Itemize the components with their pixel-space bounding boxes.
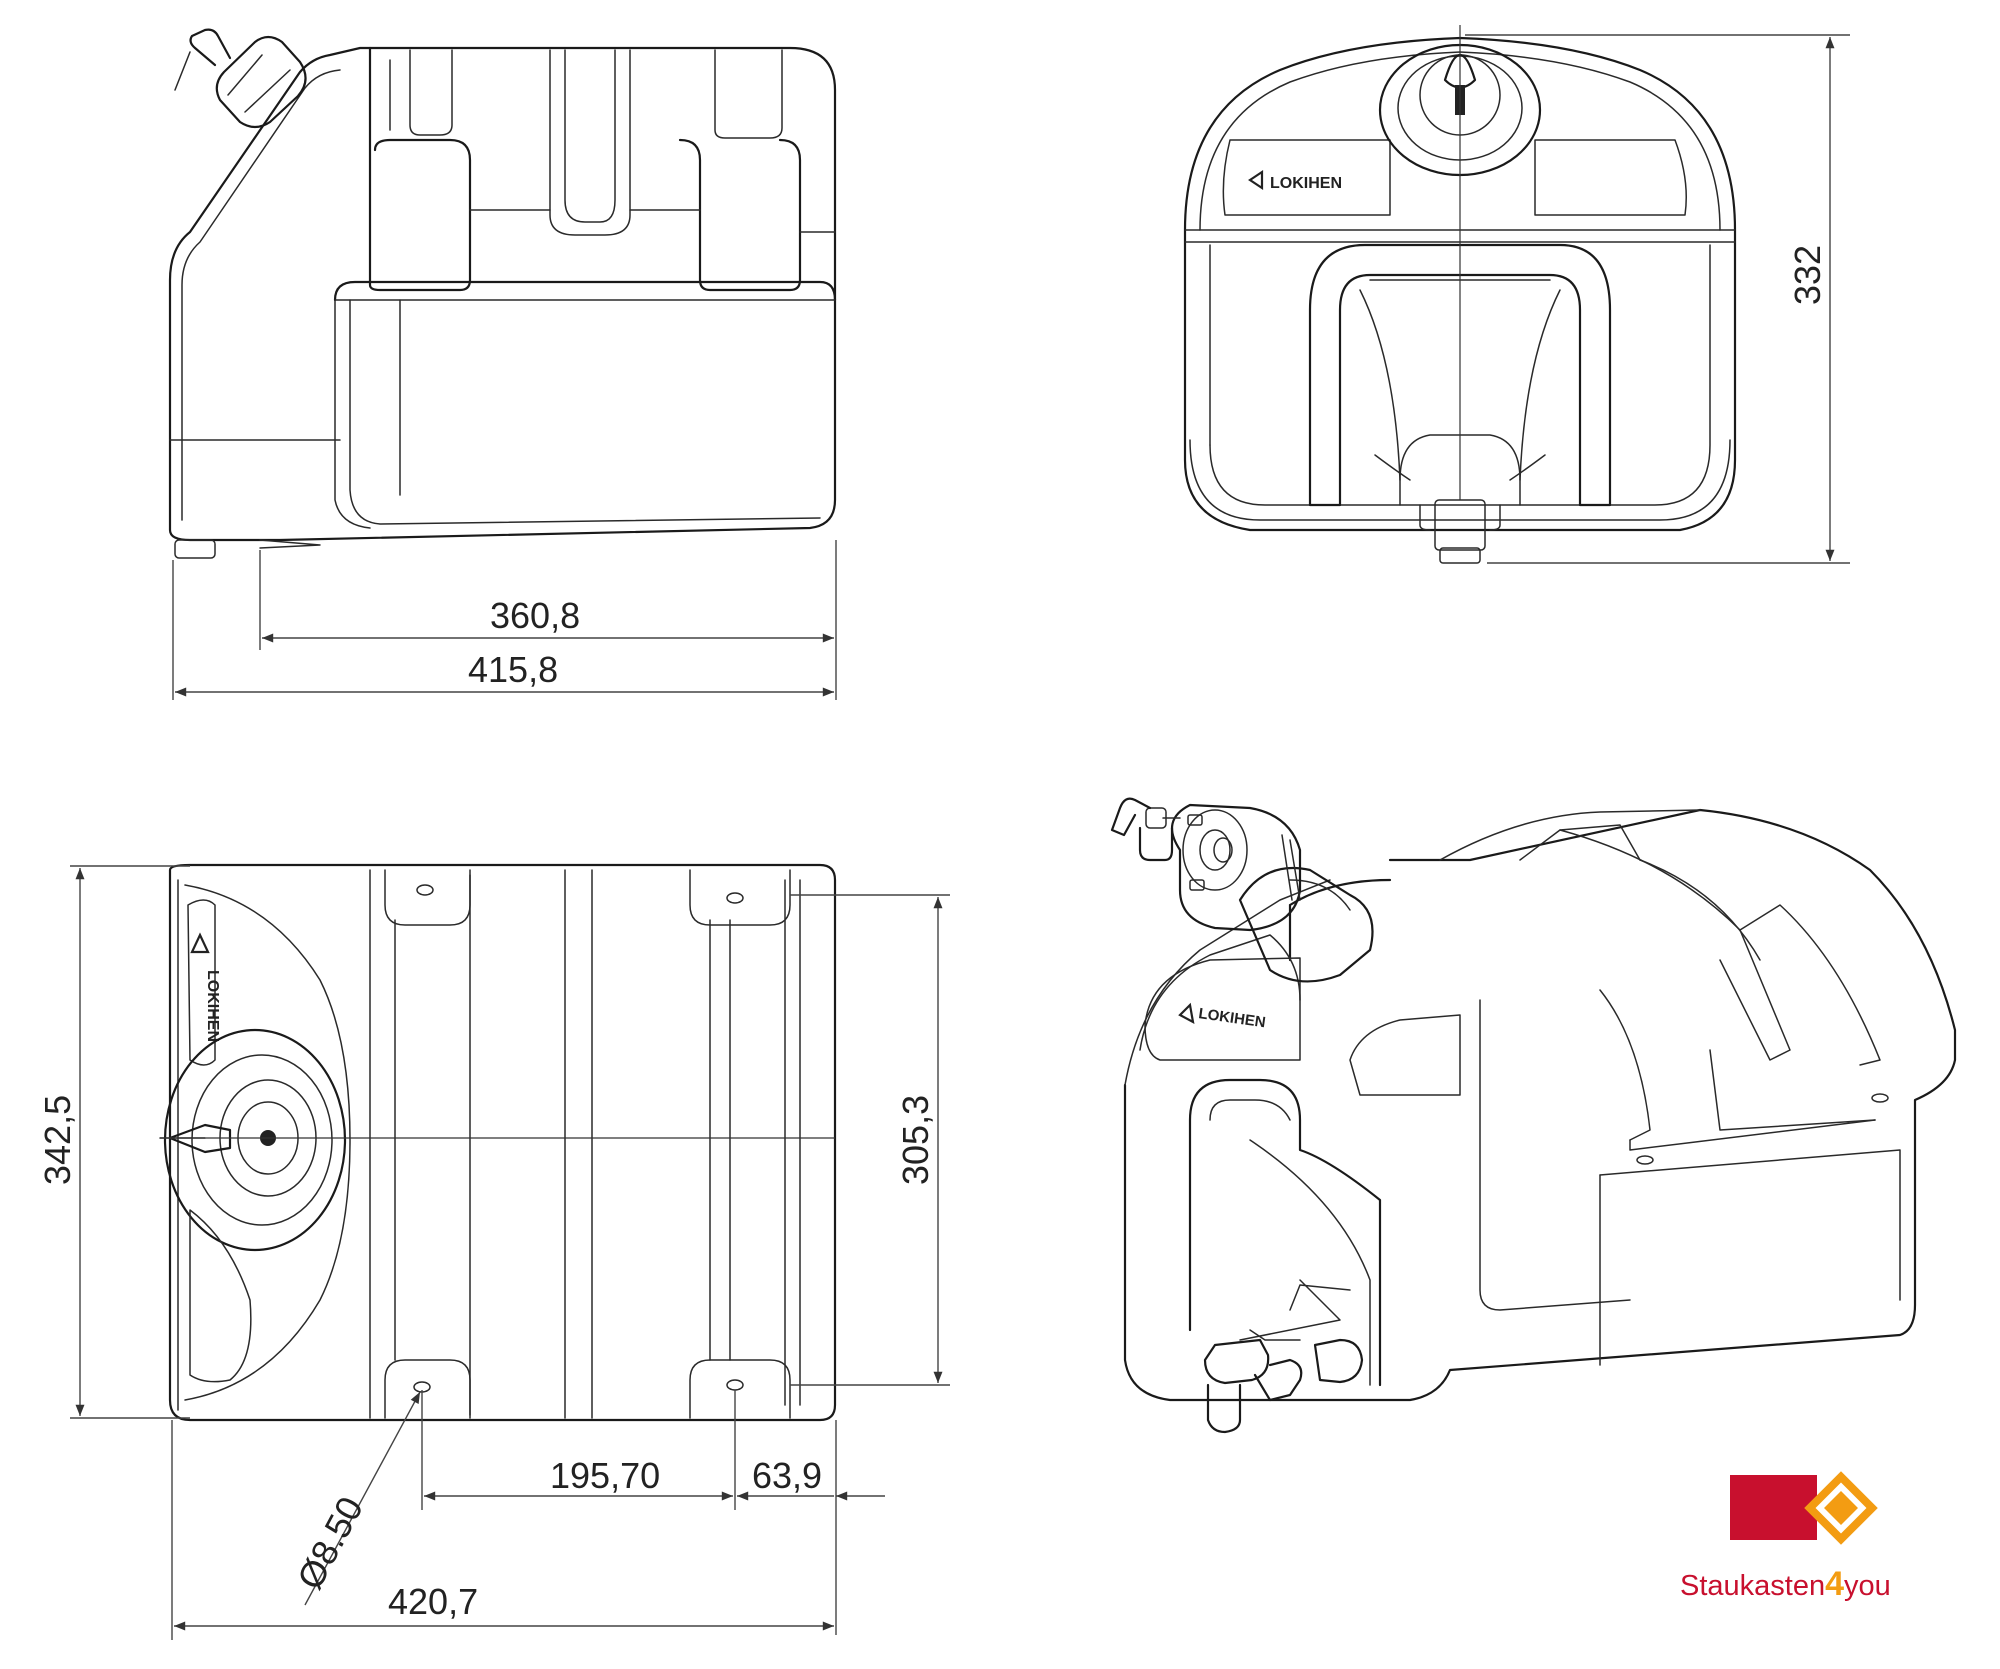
logo-name-part3: you (1844, 1570, 1891, 1602)
side-view-dimensions: 360,8 415,8 (172, 540, 837, 700)
dim-side-total-length: 415,8 (468, 649, 558, 690)
dim-hole-diameter: Ø8.50 (289, 1490, 371, 1596)
top-view: LOKIHEN (159, 863, 837, 1422)
dim-front-height: 332 (1787, 245, 1828, 305)
brand-logo (1730, 1471, 1878, 1545)
logo-red-square (1730, 1475, 1817, 1540)
logo-name-part1: Staukasten (1680, 1570, 1826, 1602)
isometric-view: LOKIHEN (1110, 797, 1957, 1434)
dim-hole-spacing: 195,70 (550, 1455, 660, 1496)
front-brand-label: LOKIHEN (1270, 175, 1342, 192)
front-view-dimensions: 332 (1465, 34, 1850, 564)
dim-top-total-length: 420,7 (388, 1581, 478, 1622)
iso-brand-label: LOKIHEN (1197, 1005, 1266, 1031)
front-view: LOKIHEN (1183, 25, 1737, 564)
logo-wordmark: Staukasten4you (1680, 1565, 1891, 1604)
top-view-dimensions: 342,5 305,3 195,70 63,9 Ø8.50 420,7 (37, 865, 950, 1640)
dim-top-depth-inner: 305,3 (895, 1095, 936, 1185)
dim-top-depth-total: 342,5 (37, 1095, 78, 1185)
dim-hole-edge-offset: 63,9 (752, 1455, 822, 1496)
logo-diamond (1804, 1471, 1878, 1545)
side-view (168, 28, 837, 559)
dim-side-inner-length: 360,8 (490, 595, 580, 636)
top-brand-label: LOKIHEN (204, 970, 221, 1042)
logo-name-part2: 4 (1825, 1565, 1845, 1603)
